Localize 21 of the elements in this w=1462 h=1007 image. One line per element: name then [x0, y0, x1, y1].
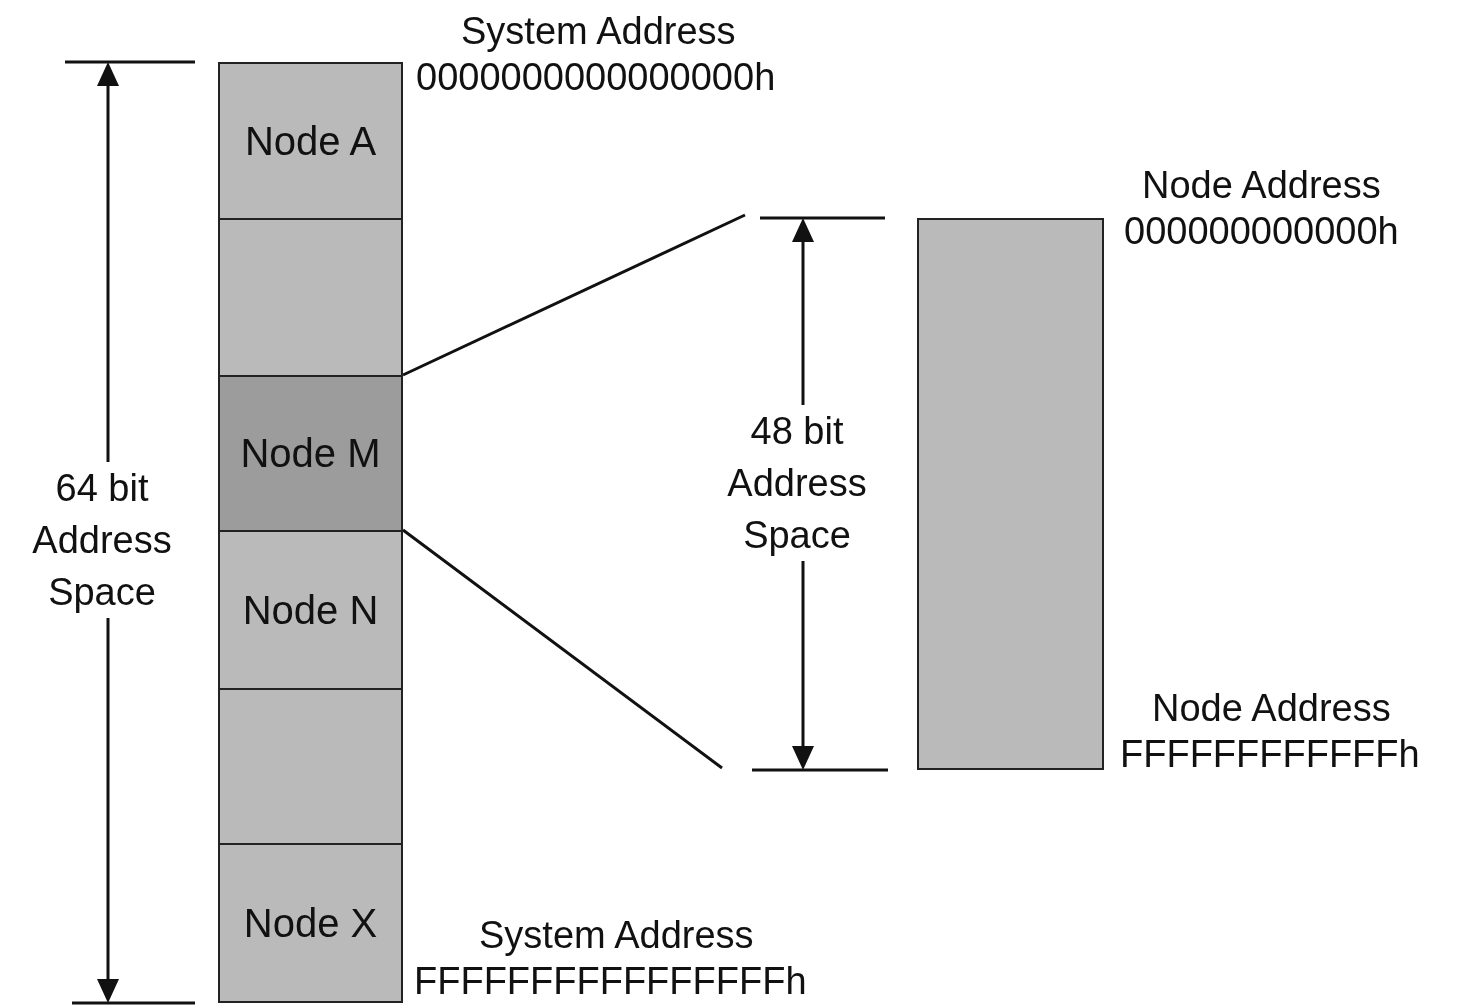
memory-block — [218, 218, 403, 377]
node-label: Node N — [242, 587, 379, 633]
address-label: FFFFFFFFFFFFFFFFh — [414, 959, 807, 1004]
address-label: System Address — [479, 913, 754, 958]
memory-block — [218, 843, 403, 1003]
address-label: Node Address — [1152, 686, 1391, 731]
zoom-line — [402, 528, 723, 770]
memory-block — [917, 218, 1104, 770]
node-label: Node X — [243, 900, 378, 946]
address-label: 000000000000h — [1124, 209, 1399, 254]
zoom-line — [402, 213, 746, 377]
node-label: Node A — [244, 118, 377, 164]
memory-block — [218, 62, 403, 220]
address-label: System Address — [461, 9, 736, 54]
address-label: FFFFFFFFFFFFh — [1120, 732, 1420, 777]
node-label: Node M — [240, 431, 381, 476]
memory-block — [218, 688, 403, 845]
address-label: Node Address — [1142, 163, 1381, 208]
memory-block — [218, 530, 403, 690]
address-label: 0000000000000000h — [416, 55, 776, 100]
memory-block — [218, 375, 403, 532]
